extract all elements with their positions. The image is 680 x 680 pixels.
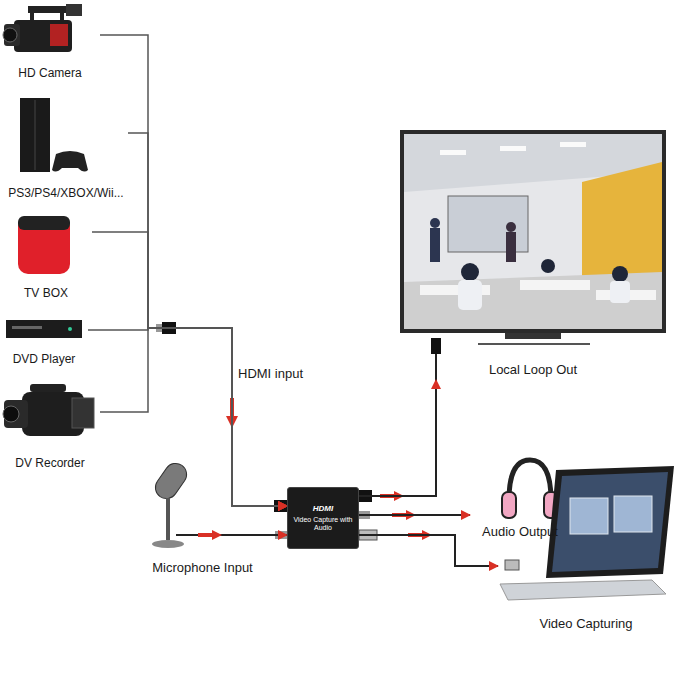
student (541, 259, 555, 273)
dv-recorder-icon (3, 384, 94, 436)
console-icon (20, 98, 88, 172)
dvd-body (6, 320, 82, 338)
dvd-player-icon (6, 320, 82, 338)
cable-connector (100, 328, 287, 506)
recorder-screen (72, 398, 94, 428)
controller (52, 151, 88, 172)
laptop-base (500, 580, 666, 600)
screen-pane (570, 498, 608, 534)
hd-camera-icon (3, 4, 82, 52)
node-text: Microphone Input (152, 560, 252, 578)
dvd-light (68, 327, 72, 331)
tv-stand (505, 333, 561, 339)
source-device: TV BOX (0, 210, 92, 302)
camera-lens (4, 24, 20, 46)
dvd-tray (12, 326, 42, 329)
node-text: TV BOX (24, 286, 68, 302)
usb-plug (505, 560, 519, 570)
tv-stand (478, 343, 590, 345)
headphone-device: Audio Output (470, 452, 570, 542)
node-text: HDMI (313, 504, 333, 513)
mic-head (151, 459, 191, 503)
ceiling-light (560, 142, 586, 147)
cable-label: HDMI input (238, 366, 303, 381)
camera-body (14, 20, 72, 52)
node-text: DV Recorder (15, 456, 84, 472)
recorder-lens-glass (3, 406, 19, 422)
recorder-lens (4, 400, 28, 428)
tv-screen (404, 134, 662, 329)
student (610, 281, 630, 303)
cable-connector (359, 380, 436, 496)
person (506, 222, 516, 232)
student (612, 266, 628, 282)
node-text: Audio Output (482, 524, 558, 542)
hdmi-plug (431, 338, 441, 354)
tv-frame (400, 130, 666, 333)
student (461, 263, 479, 281)
mic-stand (166, 498, 170, 540)
tv-box-top (18, 216, 70, 230)
node-text: Video Capture with Audio (291, 516, 355, 532)
cable-connector (100, 35, 287, 506)
laptop-bezel (546, 466, 674, 578)
node-text: DVD Player (13, 352, 76, 368)
microphone-device: Microphone Input (140, 512, 265, 578)
microphone-icon (151, 459, 265, 548)
node-text: Video Capturing (540, 616, 633, 634)
student (458, 280, 482, 310)
person (506, 232, 516, 262)
laptop-screen (552, 472, 668, 572)
camera-lens-glass (3, 28, 17, 42)
console-body (20, 98, 50, 172)
headphones-icon (502, 460, 558, 518)
camera-panel (50, 24, 68, 46)
node-text: PS3/PS4/XBOX/Wii... (8, 186, 123, 202)
capture-box: HDMI Video Capture with Audio (287, 487, 359, 549)
camera-handle (60, 11, 64, 21)
cable-connector (265, 534, 287, 536)
arrow-head (212, 530, 222, 540)
source-device: DVD Player (0, 312, 88, 368)
desk (520, 280, 590, 290)
person (430, 228, 440, 262)
ear-cup (502, 492, 516, 518)
source-device: DV Recorder (0, 376, 100, 472)
screen-pane (614, 496, 652, 532)
ceiling-light (440, 150, 466, 155)
cable-connector (128, 133, 287, 506)
console-stripe (35, 100, 36, 170)
recorder-handle (30, 384, 66, 392)
cable-connector (359, 535, 498, 566)
cable-connector (88, 328, 287, 506)
mic-base (152, 540, 184, 548)
camera-viewfinder (66, 4, 82, 16)
tv-box-body (18, 216, 70, 274)
cable-connector (359, 514, 470, 516)
display-device: Local Loop Out (400, 128, 666, 380)
source-device: PS3/PS4/XBOX/Wii... (4, 92, 128, 202)
hdmi-cable (435, 354, 437, 380)
source-device: HD Camera (0, 0, 100, 82)
television-icon (400, 130, 666, 380)
node-text: HD Camera (18, 66, 81, 82)
ceiling-light (500, 146, 526, 151)
node-text: Local Loop Out (489, 362, 577, 380)
tv-box-icon (18, 216, 70, 274)
laptop-device: Video Capturing (498, 462, 674, 634)
person (430, 218, 440, 228)
arrow-shaft (198, 533, 214, 537)
camera-handle (30, 11, 34, 21)
